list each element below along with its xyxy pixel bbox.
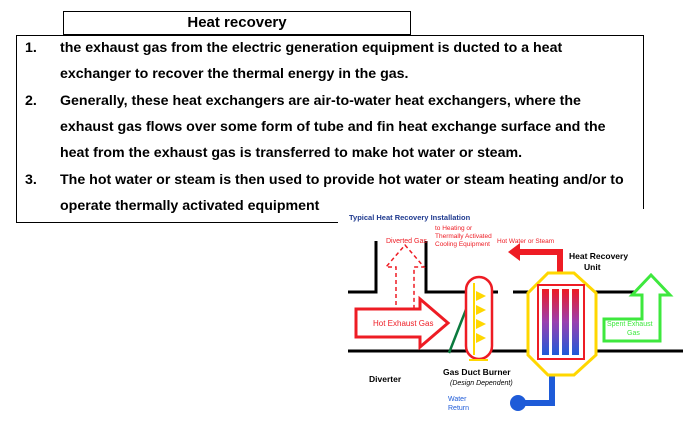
burner-note: (Design Dependent) [450,380,513,387]
list-item-line: heat from the exhaust gas is transferred… [60,145,523,161]
list-item-number: 1. [25,40,37,56]
water-return-label-2: Return [448,405,469,412]
hot-water-arrowhead [508,243,520,261]
list-item-number: 2. [25,93,37,109]
spent-exhaust-gas-arrow [602,272,674,343]
burner-label: Gas Duct Burner [443,367,511,377]
heat-recovery-label-2: Unit [584,262,601,272]
burner-flames [476,291,486,343]
diverted-gas-arrow [384,243,426,319]
spent-exhaust-label-1: Spent Exhaust [607,321,653,328]
list-item-line: exhaust gas flows over some form of tube… [60,119,606,135]
diverter-label: Diverter [369,374,402,384]
hot-water-label-4: Cooling Equipment [435,241,490,248]
list-item-line: the exhaust gas from the electric genera… [60,40,563,56]
slide-title: Heat recovery [63,11,411,35]
hot-water-label-1: Hot Water or Steam [497,238,554,245]
heat-recovery-coils [537,284,585,360]
diagram-title: Typical Heat Recovery Installation [349,213,471,222]
hot-water-label-2: to Heating or [435,225,473,232]
heat-recovery-diagram: Typical Heat Recovery Installation Diver… [338,209,690,423]
list-item-line: operate thermally activated equipment [60,198,320,214]
list-item-line: Generally, these heat exchangers are air… [60,93,581,109]
spent-exhaust-label-2: Gas [627,330,640,337]
water-return-label-1: Water [448,396,467,403]
list-item-line: The hot water or steam is then used to p… [60,172,624,188]
diverter-damper [447,306,469,354]
gas-duct-burner [464,275,494,361]
list-item-number: 3. [25,172,37,188]
list-item-line: exchanger to recover the thermal energy … [60,66,409,82]
hot-exhaust-gas-arrow [354,295,451,351]
bullet-list-box: 1. the exhaust gas from the electric gen… [16,35,644,223]
diverted-gas-label: Diverted Gas [386,238,427,245]
hot-water-label-3: Thermally Activated [435,233,492,240]
hot-exhaust-gas-label: Hot Exhaust Gas [373,319,433,328]
water-return-pump [510,395,526,411]
heat-recovery-label-1: Heat Recovery [569,251,628,261]
